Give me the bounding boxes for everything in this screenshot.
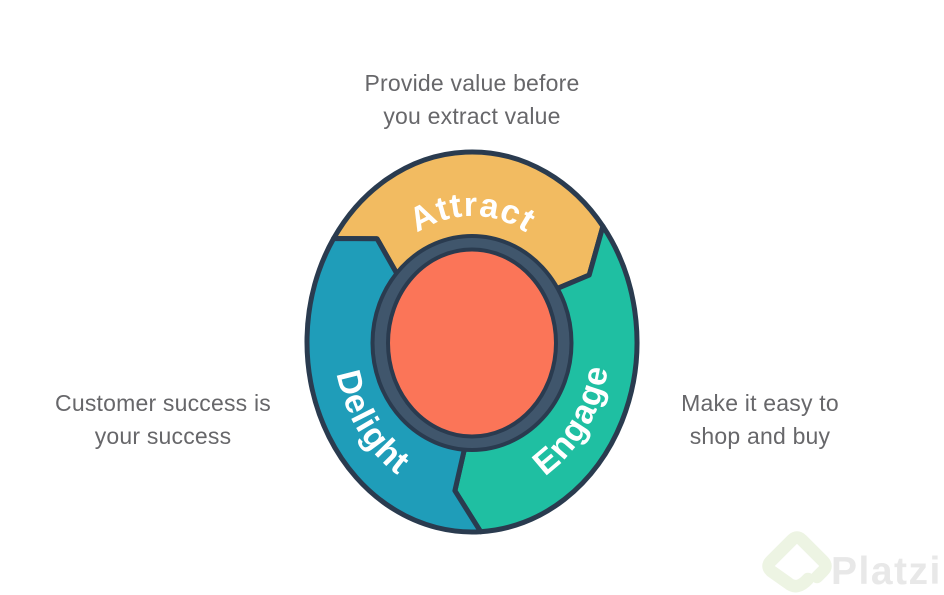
note-line: Provide value before (364, 70, 580, 96)
flywheel-hub (386, 247, 558, 439)
note-line: your success (94, 423, 232, 449)
note-line: you extract value (383, 103, 561, 129)
platzi-diamond-icon (762, 531, 832, 593)
note-easy-shop: Make it easy to shop and buy (620, 387, 900, 453)
note-line: Customer success is (55, 390, 271, 416)
watermark-brand-text: Platzi (831, 550, 942, 593)
note-line: Make it easy to (681, 390, 839, 416)
note-customer-success: Customer success is your success (23, 387, 303, 453)
note-provide-value: Provide value before you extract value (312, 67, 632, 133)
note-line: shop and buy (689, 423, 831, 449)
